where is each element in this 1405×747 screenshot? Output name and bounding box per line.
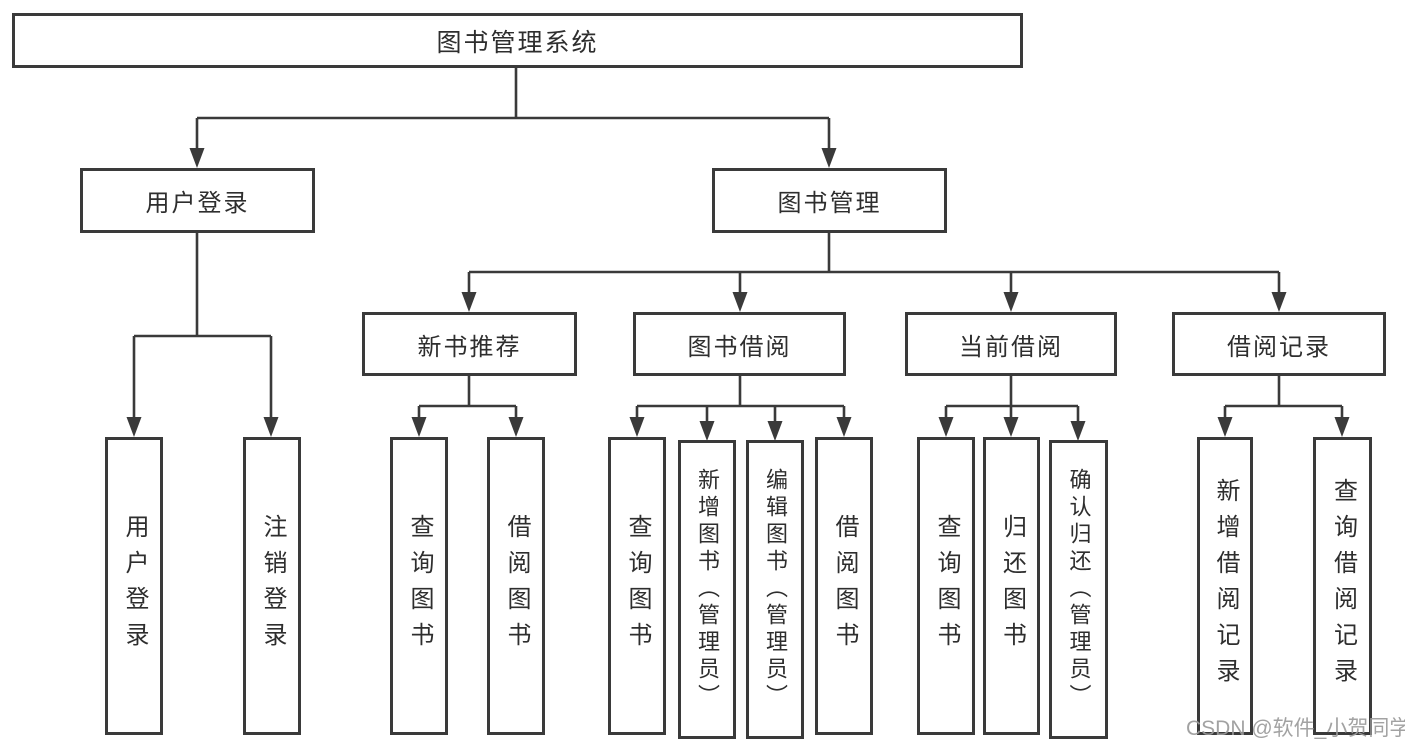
leaf-user-login: 用户登录 — [105, 437, 163, 735]
leaf-label: 新增图书（管理员） — [695, 468, 720, 711]
node-user-login: 用户登录 — [80, 168, 315, 233]
node-borrow-records: 借阅记录 — [1172, 312, 1386, 376]
node-label: 图书管理系统 — [436, 28, 599, 57]
leaf-label: 借阅图书 — [831, 514, 858, 658]
leaf-label: 归还图书 — [998, 514, 1026, 658]
leaf-query-borrow-record: 查询借阅记录 — [1313, 437, 1372, 735]
leaf-query-book-current: 查询图书 — [917, 437, 975, 735]
leaf-label: 编辑图书（管理员） — [763, 468, 788, 711]
leaf-add-book-admin: 新增图书（管理员） — [678, 440, 736, 739]
node-book-management: 图书管理 — [712, 168, 947, 233]
leaf-label: 确认归还（管理员） — [1066, 468, 1092, 711]
leaf-label: 借阅图书 — [503, 514, 530, 658]
leaf-query-book-recommend: 查询图书 — [390, 437, 448, 735]
node-label: 新书推荐 — [417, 333, 522, 361]
leaf-logout: 注销登录 — [243, 437, 301, 735]
leaf-borrow-book-borrow: 借阅图书 — [815, 437, 873, 735]
leaf-return-book: 归还图书 — [983, 437, 1040, 735]
csdn-watermark: CSDN @软件_小贺同学 — [1186, 717, 1405, 740]
node-current-borrow: 当前借阅 — [905, 312, 1117, 376]
leaf-label: 用户登录 — [121, 514, 148, 658]
leaf-query-book-borrow: 查询图书 — [608, 437, 666, 735]
node-label: 图书管理 — [777, 190, 882, 217]
node-label: 图书借阅 — [687, 333, 792, 361]
node-label: 借阅记录 — [1227, 333, 1331, 361]
node-new-book-recommend: 新书推荐 — [362, 312, 577, 376]
leaf-borrow-book-recommend: 借阅图书 — [487, 437, 545, 735]
leaf-add-borrow-record: 新增借阅记录 — [1197, 437, 1253, 735]
leaf-label: 注销登录 — [259, 514, 286, 658]
leaf-confirm-return-admin: 确认归还（管理员） — [1049, 440, 1108, 739]
node-label: 当前借阅 — [959, 333, 1063, 361]
leaf-label: 查询图书 — [624, 514, 651, 658]
node-label: 用户登录 — [145, 190, 250, 217]
node-root: 图书管理系统 — [12, 13, 1023, 68]
leaf-label: 查询图书 — [406, 514, 433, 658]
leaf-label: 查询图书 — [933, 514, 960, 658]
leaf-label: 新增借阅记录 — [1212, 478, 1239, 694]
leaf-edit-book-admin: 编辑图书（管理员） — [746, 440, 804, 739]
leaf-label: 查询借阅记录 — [1329, 478, 1357, 694]
node-book-borrow: 图书借阅 — [633, 312, 846, 376]
